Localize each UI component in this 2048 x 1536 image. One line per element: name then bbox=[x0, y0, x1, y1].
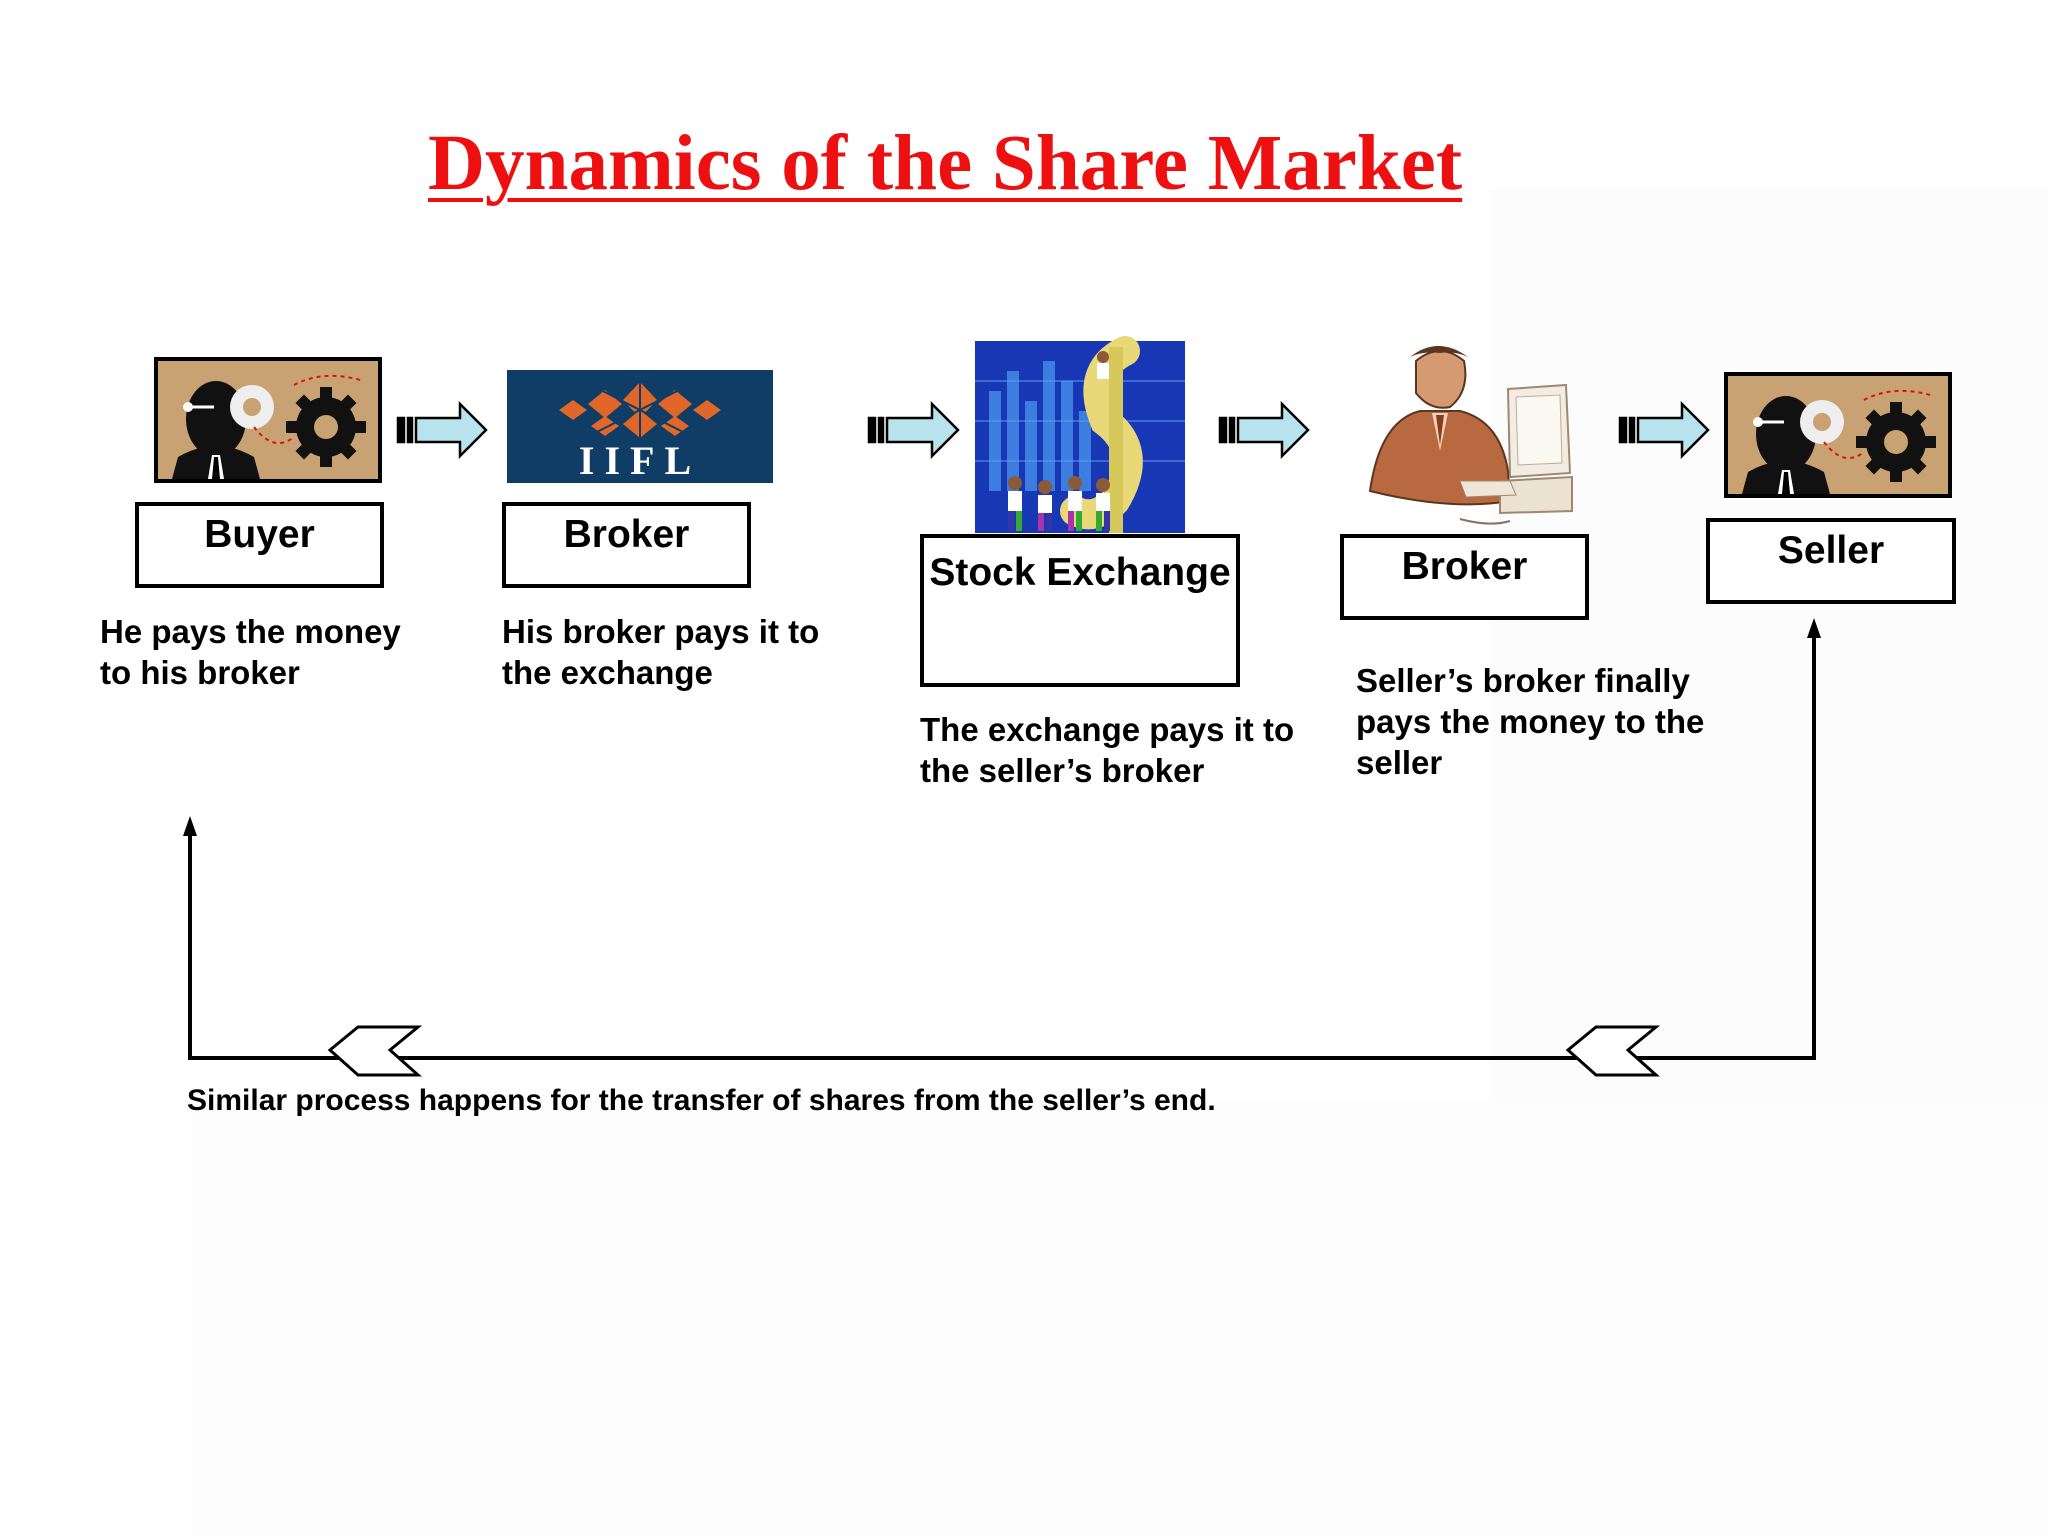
stock-exchange-label: Stock Exchange bbox=[920, 534, 1240, 687]
flow-arrow-icon bbox=[396, 400, 488, 460]
description-line: pays the money to the bbox=[1356, 703, 1705, 740]
stock-exchange-dollar-icon bbox=[975, 336, 1185, 533]
description-line: Seller’s broker finally bbox=[1356, 662, 1690, 699]
buyer-image bbox=[154, 357, 382, 483]
description-line: the seller’s broker bbox=[920, 752, 1205, 789]
footer-note: Similar process happens for the transfer… bbox=[187, 1084, 1216, 1117]
buyer-description: He pays the money to his broker bbox=[100, 611, 401, 693]
description-line: He pays the money bbox=[100, 613, 401, 650]
buyer-label: Buyer bbox=[135, 502, 384, 588]
businessman-gear-icon bbox=[1724, 372, 1952, 498]
exchange-description: The exchange pays it to the seller’s bro… bbox=[920, 709, 1294, 791]
man-at-computer-icon bbox=[1368, 346, 1573, 525]
flow-arrow-icon bbox=[1218, 400, 1310, 460]
flow-arrow-icon bbox=[867, 400, 960, 460]
return-loop-connector bbox=[183, 618, 1821, 1060]
background-shade bbox=[190, 1100, 2048, 1536]
description-line: The exchange pays it to bbox=[920, 711, 1295, 748]
seller-broker-label: Broker bbox=[1340, 534, 1589, 620]
broker-description: His broker pays it to the exchange bbox=[502, 611, 819, 693]
page-title: Dynamics of the Share Market bbox=[428, 120, 1463, 207]
seller-image bbox=[1724, 372, 1952, 498]
businessman-gear-icon bbox=[154, 357, 382, 483]
iifl-logo-text: IIFL bbox=[579, 438, 701, 483]
description-line: to his broker bbox=[100, 654, 300, 691]
seller-label: Seller bbox=[1706, 518, 1956, 604]
flow-arrow-icon bbox=[1618, 400, 1710, 460]
stock-exchange-image bbox=[975, 336, 1185, 533]
broker-label: Broker bbox=[502, 502, 751, 588]
seller-broker-description: Seller’s broker finally pays the money t… bbox=[1356, 660, 1704, 783]
iifl-logo: IIFL bbox=[507, 370, 773, 483]
description-line: seller bbox=[1356, 744, 1443, 781]
iifl-logo-icon: IIFL bbox=[559, 380, 721, 483]
description-line: His broker pays it to bbox=[502, 613, 820, 650]
chevron-left-icon bbox=[1565, 1025, 1661, 1077]
chevron-left-icon bbox=[327, 1025, 423, 1077]
description-line: the exchange bbox=[502, 654, 713, 691]
broker-computer-image bbox=[1360, 341, 1574, 527]
